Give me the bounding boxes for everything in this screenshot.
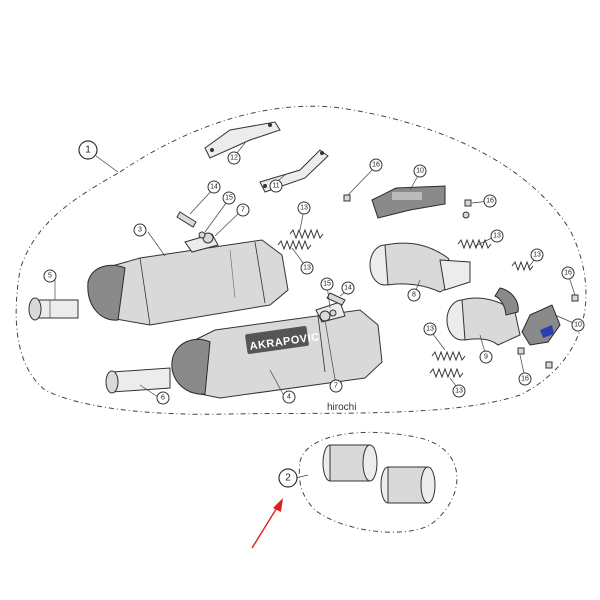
svg-text:13: 13 (455, 388, 463, 395)
bracket-12 (204, 121, 281, 159)
callout-13d: 13 (530, 248, 544, 262)
callout-4: 4 (282, 390, 296, 404)
callout-6: 6 (156, 391, 170, 405)
end-caps-2 (322, 444, 436, 504)
callout-14a: 14 (207, 180, 221, 194)
svg-text:2: 2 (285, 473, 291, 484)
fasteners-15-16 (198, 194, 579, 369)
svg-text:12: 12 (230, 155, 238, 162)
callout-10a: 10 (413, 164, 427, 178)
callout-13c: 13 (490, 229, 504, 243)
svg-text:9: 9 (484, 354, 488, 361)
svg-text:13: 13 (426, 326, 434, 333)
callout-13f: 13 (452, 384, 466, 398)
callout-7a: 7 (236, 203, 250, 217)
callout-15a: 15 (222, 191, 236, 205)
svg-text:4: 4 (287, 394, 291, 401)
svg-text:13: 13 (533, 252, 541, 259)
callout-13a: 13 (297, 201, 311, 215)
svg-text:13: 13 (300, 205, 308, 212)
leader-lines (54, 142, 579, 479)
callout-11: 11 (269, 179, 283, 193)
red-arrow (251, 498, 283, 549)
header-pipe-8 (369, 242, 471, 293)
svg-text:16: 16 (372, 162, 380, 169)
heat-shield-10-bottom (521, 304, 561, 346)
muffler-4: AKRAPOVIC (171, 309, 383, 399)
svg-text:13: 13 (493, 233, 501, 240)
callout-13e: 13 (423, 322, 437, 336)
svg-text:16: 16 (564, 270, 572, 277)
callout-15b: 15 (320, 277, 334, 291)
callout-8: 8 (407, 288, 421, 302)
link-pipe-6 (105, 367, 171, 394)
callout-7b: 7 (329, 379, 343, 393)
svg-text:5: 5 (48, 273, 52, 280)
callout-16c: 16 (561, 266, 575, 280)
callout-16d: 16 (518, 372, 532, 386)
watermark-text: hirochi (327, 402, 356, 413)
svg-text:7: 7 (241, 207, 245, 214)
svg-text:16: 16 (486, 198, 494, 205)
link-pipe-5 (28, 297, 79, 321)
callout-1: 1 (78, 140, 98, 160)
callout-13b: 13 (300, 261, 314, 275)
header-pipe-9 (446, 287, 521, 346)
svg-text:1: 1 (85, 145, 91, 156)
callout-3: 3 (133, 223, 147, 237)
group-1-outline (15, 105, 587, 415)
callout-14b: 14 (341, 281, 355, 295)
callout-16a: 16 (369, 158, 383, 172)
svg-text:13: 13 (303, 265, 311, 272)
svg-text:15: 15 (323, 281, 331, 288)
svg-text:14: 14 (210, 184, 218, 191)
callout-10b: 10 (571, 318, 585, 332)
svg-text:15: 15 (225, 195, 233, 202)
callout-12: 12 (227, 151, 241, 165)
muffler-3 (87, 239, 289, 326)
bolts-14 (176, 211, 346, 306)
svg-text:10: 10 (574, 322, 582, 329)
brand-logo-plate (245, 326, 309, 354)
callout-16b: 16 (483, 194, 497, 208)
svg-text:3: 3 (138, 227, 142, 234)
svg-text:6: 6 (161, 395, 165, 402)
heat-shield-10-top (371, 185, 446, 219)
svg-text:8: 8 (412, 292, 416, 299)
callout-2: 2 (278, 468, 298, 488)
callout-9: 9 (479, 350, 493, 364)
svg-text:11: 11 (272, 183, 279, 190)
svg-text:10: 10 (416, 168, 424, 175)
svg-text:16: 16 (521, 376, 529, 383)
callout-5: 5 (43, 269, 57, 283)
svg-text:14: 14 (344, 285, 352, 292)
svg-text:7: 7 (334, 383, 338, 390)
